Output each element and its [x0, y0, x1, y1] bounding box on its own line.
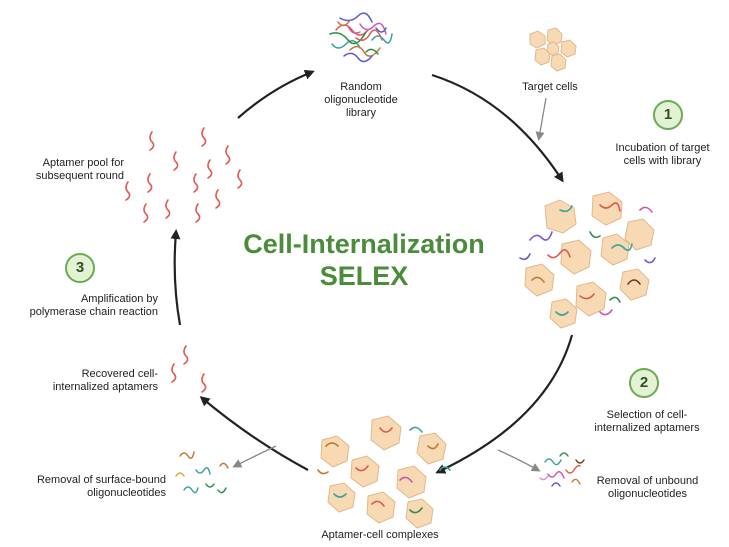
step-1-label: Incubation of target cells with library — [615, 142, 710, 167]
title-line-1: Cell-Internalization — [243, 229, 485, 259]
aptamer-pool-label: Aptamer pool for subsequent round — [35, 157, 124, 182]
arrow-target-cells-in — [535, 97, 547, 141]
aptamer-cell-complexes-label: Aptamer-cell complexes — [321, 529, 439, 541]
aptamer-pool-icon — [125, 127, 243, 223]
aptamer-cell-complexes-icon — [317, 415, 451, 529]
cycle-arrow-library-to-incubation — [431, 73, 564, 183]
target-cells-icon — [529, 27, 577, 72]
cycle-arrow-pool-to-library — [237, 69, 315, 119]
target-cells-label: Target cells — [522, 81, 578, 93]
cycle-arrow-recovered-to-pool — [170, 229, 182, 326]
recovered-aptamers-icon — [171, 345, 207, 393]
library-label: Random oligonucleotide library — [324, 81, 398, 119]
arrow-surface-bound-out — [232, 445, 277, 468]
surface-bound-oligonucleotides-icon — [175, 451, 229, 494]
cycle-arrow-incubation-to-complexes — [435, 334, 574, 474]
oligonucleotide-library-icon — [329, 12, 393, 63]
incubation-cells-icon — [519, 191, 656, 329]
step-2-badge: 2 — [629, 368, 659, 398]
diagram-title: Cell-Internalization SELEX — [214, 228, 514, 292]
arrow-unbound-out — [497, 449, 541, 472]
title-line-2: SELEX — [319, 261, 409, 291]
step-2-label: Selection of cell- internalized aptamers — [594, 409, 700, 434]
step-3-badge: 3 — [65, 253, 95, 283]
recovered-aptamers-label: Recovered cell- internalized aptamers — [52, 368, 158, 393]
step-1-badge: 1 — [653, 100, 683, 130]
cycle-arrow-complexes-to-recovered — [199, 396, 309, 471]
unbound-oligonucleotides-icon — [539, 452, 585, 487]
unbound-oligonucleotides-label: Removal of unbound oligonucleotides — [596, 475, 699, 500]
step-3-label: Amplification by polymerase chain reacti… — [29, 293, 158, 318]
surface-bound-oligonucleotides-label: Removal of surface-bound oligonucleotide… — [36, 474, 166, 499]
